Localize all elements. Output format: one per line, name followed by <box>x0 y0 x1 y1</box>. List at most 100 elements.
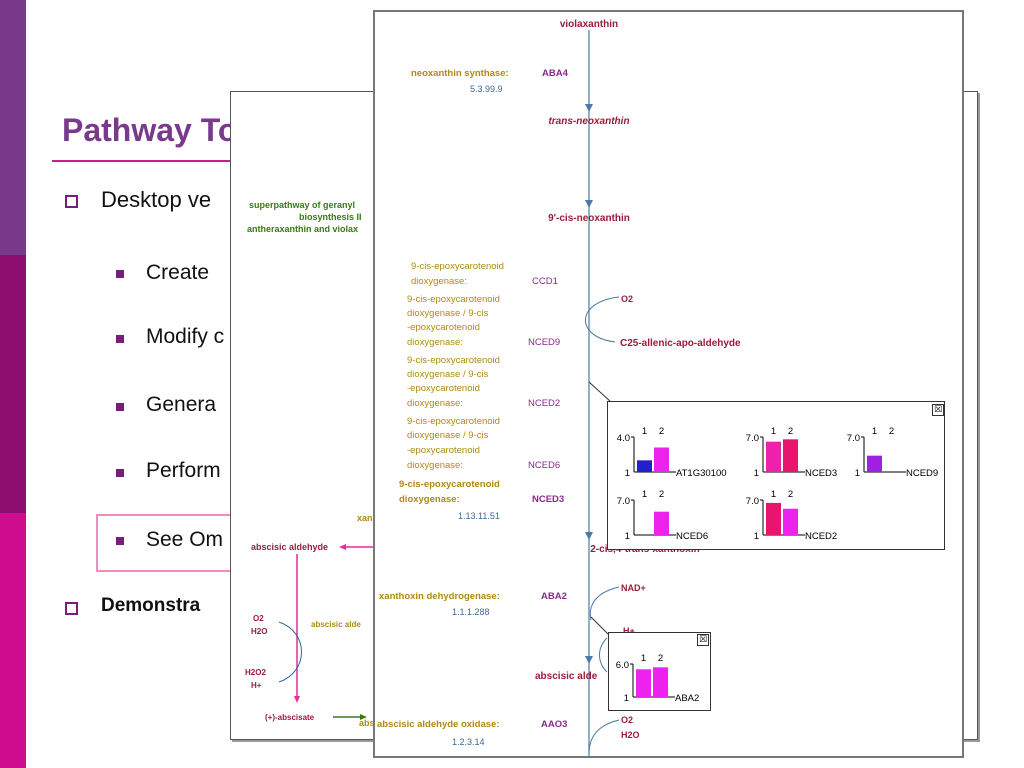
o2-label: O2 <box>253 614 264 623</box>
arrowhead-3 <box>585 532 593 540</box>
enzyme-nced3-line-1: 9-cis-epoxycarotenoid <box>399 479 500 490</box>
gene-nced9: NCED9 <box>528 337 560 348</box>
chart-bar <box>766 502 781 535</box>
gene-nced2: NCED2 <box>528 398 560 409</box>
abscisate-label: (+)-abscisate <box>265 713 315 722</box>
enzyme-nced2-line-1: 9-cis-epoxycarotenoid <box>407 355 500 366</box>
chart-column-label: 2 <box>889 426 894 437</box>
enzyme-nced9-line-4: dioxygenase: <box>407 337 463 348</box>
h2o-label: H2O <box>621 730 640 740</box>
bullet-create: Create <box>146 261 210 284</box>
chart-column-label: 1 <box>771 489 776 500</box>
side-arc-1 <box>585 296 620 343</box>
enzyme-nced9-line-3: -epoxycarotenoid <box>407 322 480 333</box>
enzyme-neoxanthin-synthase: neoxanthin synthase: <box>411 68 509 79</box>
arrowhead-2 <box>585 200 593 208</box>
ec-nced3: 1.13.11.51 <box>458 511 500 521</box>
slide-title: Pathway To <box>62 112 238 148</box>
violaxanthin-label: violaxanthin <box>560 19 618 30</box>
xan-fragment: xan <box>357 513 373 523</box>
chart-ymax-label: 7.0 <box>847 433 860 444</box>
bullet-filled-icon <box>116 537 124 545</box>
enzyme-xanthoxin-dehydrogenase: xanthoxin dehydrogenase: <box>379 591 500 602</box>
chart-gene-label: NCED2 <box>805 531 837 542</box>
bullet-modify: Modify c <box>146 325 225 348</box>
ec-aba4: 5.3.99.9 <box>470 84 503 94</box>
gene-ccd1: CCD1 <box>532 276 558 287</box>
side-reaction-arc <box>278 621 302 683</box>
chart-gene-label: NCED9 <box>906 468 938 479</box>
popup-pointer-2 <box>590 616 612 638</box>
o2-label-1: O2 <box>621 294 633 304</box>
chart-gene-label: NCED3 <box>805 468 837 479</box>
green-arrowhead <box>360 714 367 720</box>
bullet-filled-icon <box>116 469 124 477</box>
superpathway-line-1: superpathway of geranyl <box>249 200 355 210</box>
chart-bar <box>654 511 669 535</box>
chart-ymin-label: 1 <box>754 531 759 542</box>
enzyme-nced2-line-4: dioxygenase: <box>407 398 463 409</box>
decor-bar-bottom <box>0 513 26 768</box>
enzyme-nced2-line-3: -epoxycarotenoid <box>407 383 480 394</box>
chart-ymax-label: 7.0 <box>617 496 630 507</box>
chart-column-label: 2 <box>659 489 664 500</box>
enzyme-nced9-line-2: dioxygenase / 9-cis <box>407 308 489 319</box>
close-icon[interactable]: ☒ <box>697 634 709 646</box>
chart-column-label: 1 <box>641 653 646 664</box>
enzyme-nced2-line-2: dioxygenase / 9-cis <box>407 369 489 380</box>
enzyme-nced6-line-1: 9-cis-epoxycarotenoid <box>407 416 500 427</box>
o2-label-2: O2 <box>621 715 633 725</box>
abscisic-aldehyde-label: abscisic alde <box>535 671 598 682</box>
chart-gene-label: ABA2 <box>675 693 699 704</box>
chart-gene-label: NCED6 <box>676 531 708 542</box>
chart-bar <box>867 455 882 472</box>
bullet-generate: Genera <box>146 393 217 416</box>
chart-bar <box>783 508 798 535</box>
ec-aba2: 1.1.1.288 <box>452 607 490 617</box>
chart-column-label: 1 <box>642 426 647 437</box>
gene-aba2: ABA2 <box>541 591 567 602</box>
abscisic-aldehyde-label: abscisic aldehyde <box>251 542 328 552</box>
bullet-square-icon <box>65 195 78 208</box>
enzyme-nced6-line-2: dioxygenase / 9-cis <box>407 430 489 441</box>
close-icon[interactable]: ☒ <box>932 404 944 416</box>
superpathway-line-3: antheraxanthin and violax <box>247 224 358 234</box>
side-arc-4 <box>588 719 620 756</box>
arrowhead-left <box>339 544 346 550</box>
enzyme-ccd1-line-2: dioxygenase: <box>411 276 467 287</box>
chart-bar <box>637 460 652 472</box>
decor-bar-top <box>0 0 26 255</box>
enzyme-abscisic-aldehyde-oxidase: abscisic aldehyde oxidase: <box>377 719 500 730</box>
chart-ymin-label: 1 <box>625 531 630 542</box>
chart-column-label: 2 <box>658 653 663 664</box>
arrowhead-down <box>294 696 300 703</box>
chart-ymax-label: 7.0 <box>746 496 759 507</box>
chart-ymax-label: 6.0 <box>616 660 629 671</box>
superpathway-line-2: biosynthesis II <box>299 212 362 222</box>
chart-column-label: 1 <box>771 426 776 437</box>
h2o-label: H2O <box>251 627 267 636</box>
chart-ymax-label: 7.0 <box>746 433 759 444</box>
chart-bar <box>654 447 669 472</box>
chart-bar <box>783 439 798 472</box>
trans-neoxanthin-label: trans-neoxanthin <box>548 116 629 127</box>
ec-aao3: 1.2.3.14 <box>452 737 485 747</box>
overview-diagram: superpathway of geranyl biosynthesis II … <box>245 109 962 728</box>
bullet-filled-icon <box>116 335 124 343</box>
bullet-filled-icon <box>116 403 124 411</box>
c25-label: C25-allenic-apo-aldehyde <box>620 338 741 349</box>
bullet-demonstration: Demonstra <box>101 595 201 616</box>
enzyme-nced6-line-4: dioxygenase: <box>407 460 463 471</box>
arrowhead-4 <box>585 656 593 664</box>
chart-bar <box>653 667 668 697</box>
h-plus-label: H+ <box>251 681 262 690</box>
gene-aba4: ABA4 <box>542 68 569 79</box>
chart-column-label: 1 <box>642 489 647 500</box>
enzyme-nced3-line-2: dioxygenase: <box>399 494 460 505</box>
side-arc-2 <box>589 586 620 621</box>
chart-bar <box>636 669 651 697</box>
chart-ymax-label: 4.0 <box>617 433 630 444</box>
